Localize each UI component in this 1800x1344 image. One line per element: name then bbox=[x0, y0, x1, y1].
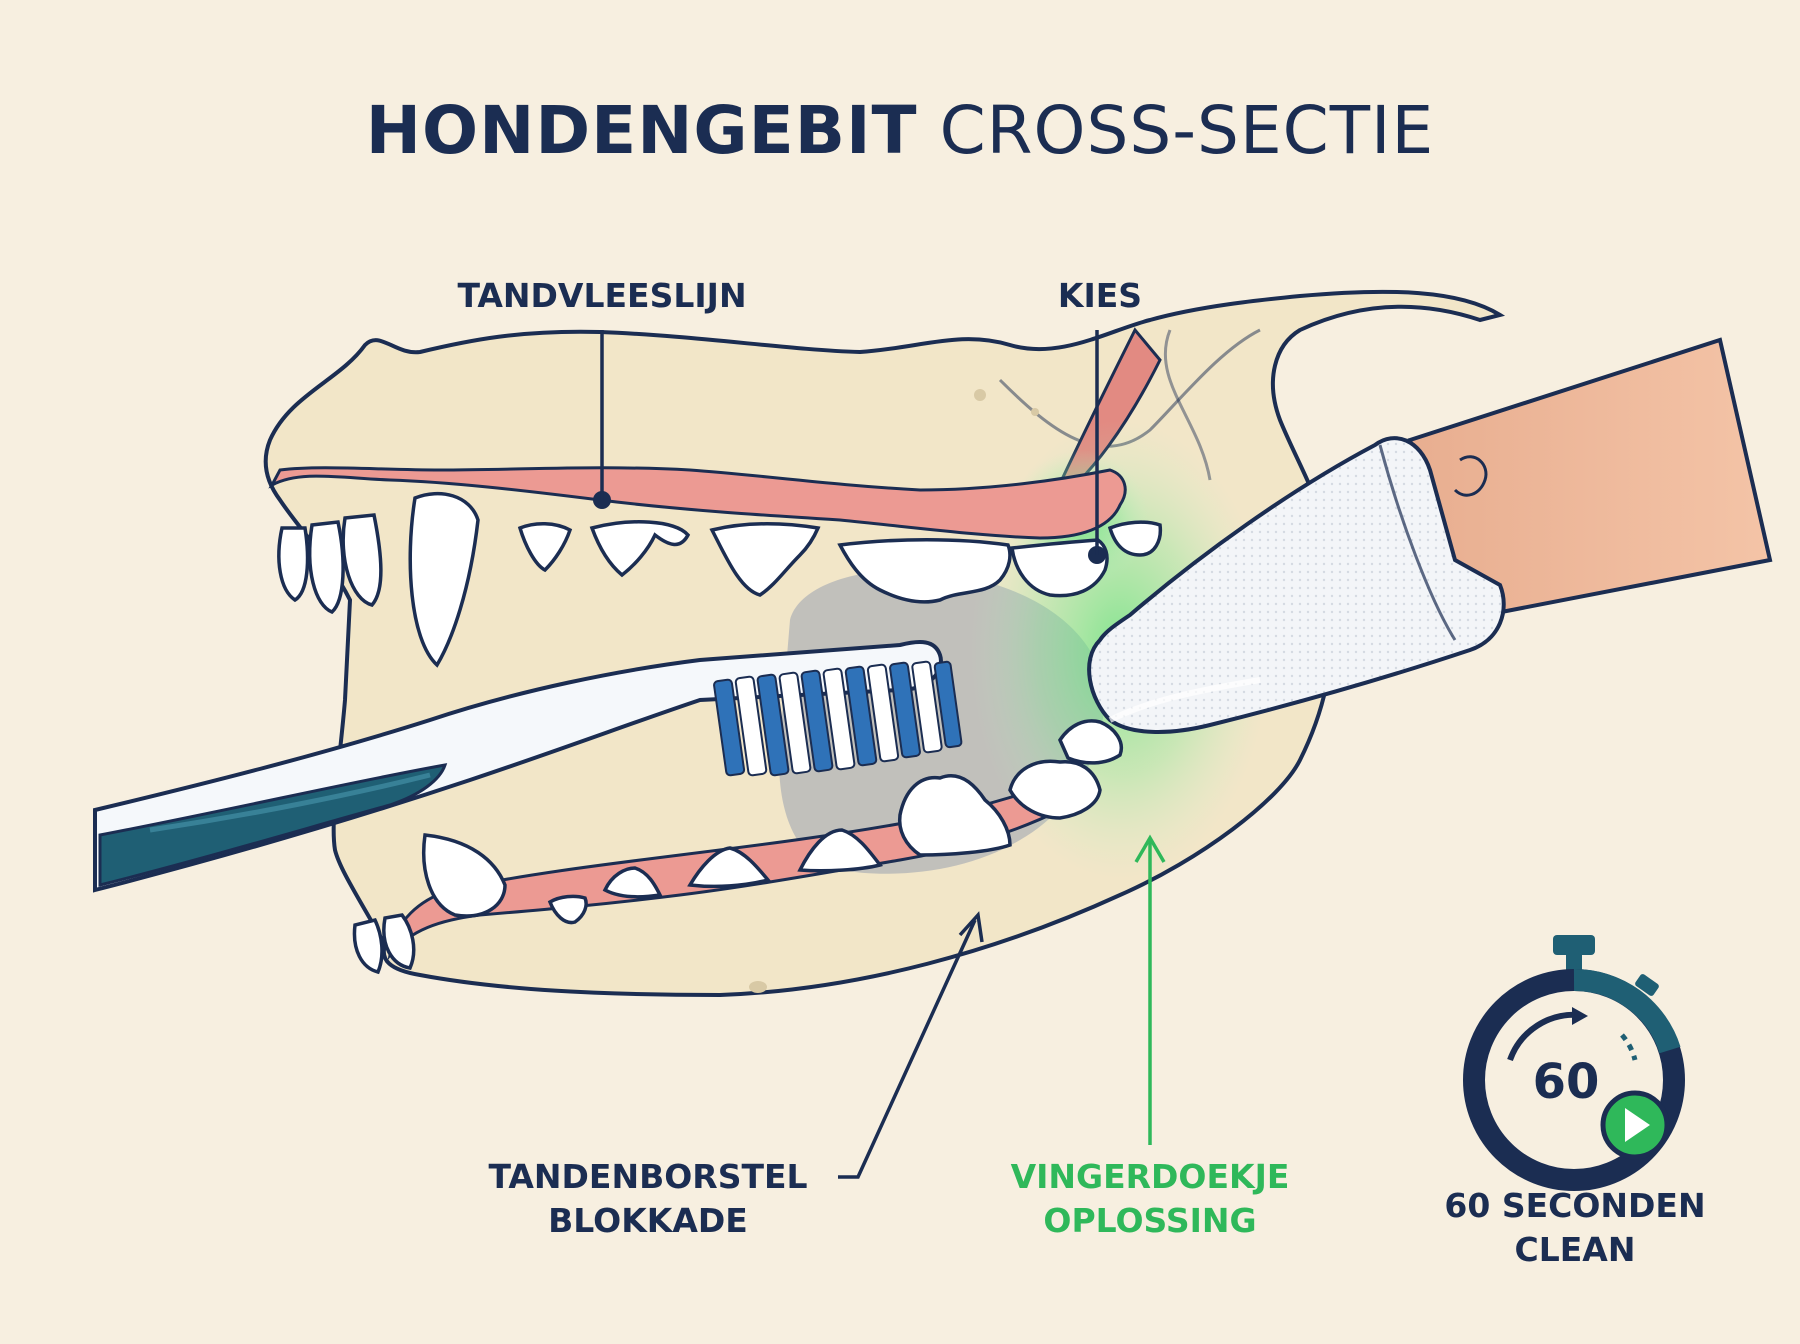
stopwatch-icon: 60 bbox=[1474, 935, 1674, 1180]
label-toothbrush-line1: TANDENBORSTEL bbox=[458, 1155, 838, 1199]
label-fingercloth: VINGERDOEKJE OPLOSSING bbox=[970, 1155, 1330, 1243]
play-icon bbox=[1603, 1093, 1667, 1157]
label-gumline: TANDVLEESLIJN bbox=[432, 274, 772, 318]
label-molar: KIES bbox=[1040, 274, 1160, 318]
timer-caption-line1: 60 SECONDEN bbox=[1410, 1184, 1740, 1228]
stopwatch-number: 60 bbox=[1533, 1054, 1600, 1110]
label-fingercloth-line2: OPLOSSING bbox=[970, 1199, 1330, 1243]
label-toothbrush-line2: BLOKKADE bbox=[458, 1199, 838, 1243]
label-toothbrush: TANDENBORSTEL BLOKKADE bbox=[458, 1155, 838, 1243]
timer-caption-line2: CLEAN bbox=[1410, 1228, 1740, 1272]
label-fingercloth-line1: VINGERDOEKJE bbox=[970, 1155, 1330, 1199]
label-timer-caption: 60 SECONDEN CLEAN bbox=[1410, 1184, 1740, 1272]
